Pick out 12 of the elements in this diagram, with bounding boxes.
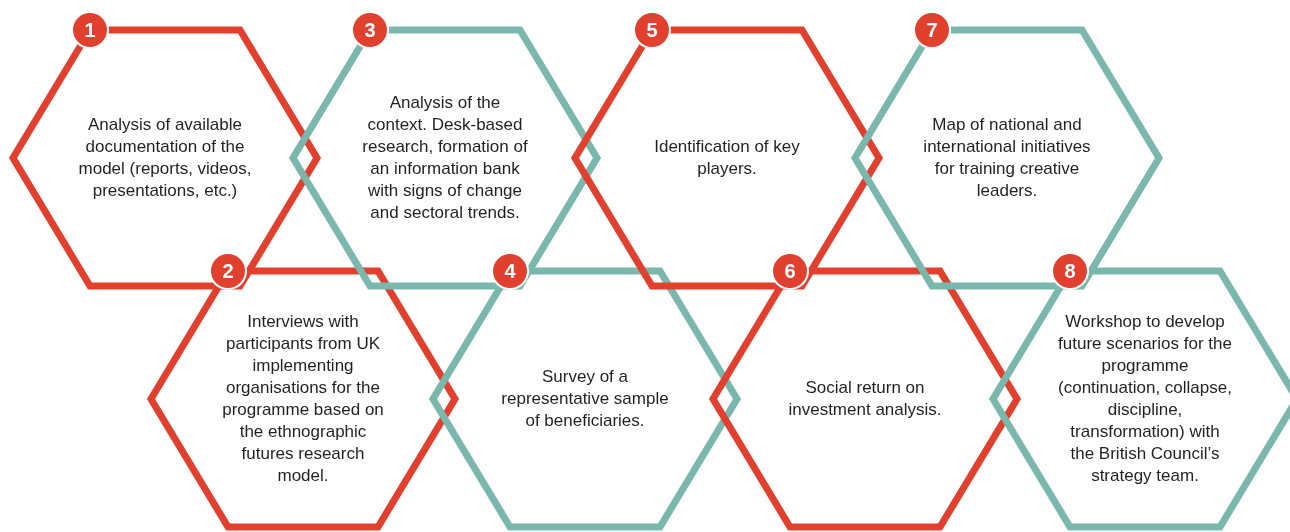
step-description: Analysis of the context. Desk-based research, formation of an information bank with signs of change and sectoral trends.	[361, 92, 529, 224]
step-description: Identification of key players.	[653, 136, 801, 180]
step-description: Workshop to develop future scenarios for the programme (continuation, collapse, discipline, transformation) with the British Council’s strategy team.	[1058, 311, 1232, 487]
step-description: Social return on investment analysis.	[787, 377, 943, 421]
step-description: Map of national and international initiatives for training creative leaders.	[922, 114, 1092, 202]
step-number-badge: 3	[353, 13, 387, 47]
step-number-badge: 7	[915, 13, 949, 47]
step-number-badge: 5	[635, 13, 669, 47]
step-description: Interviews with participants from UK implementing organisations for the programme based on the ethnographic futures research model.	[221, 311, 385, 487]
step-description: Analysis of available documentation of the model (reports, videos, presentations, etc.)	[78, 114, 252, 202]
step-description: Survey of a representative sample of beneficiaries.	[500, 366, 670, 432]
step-number-badge: 1	[73, 13, 107, 47]
